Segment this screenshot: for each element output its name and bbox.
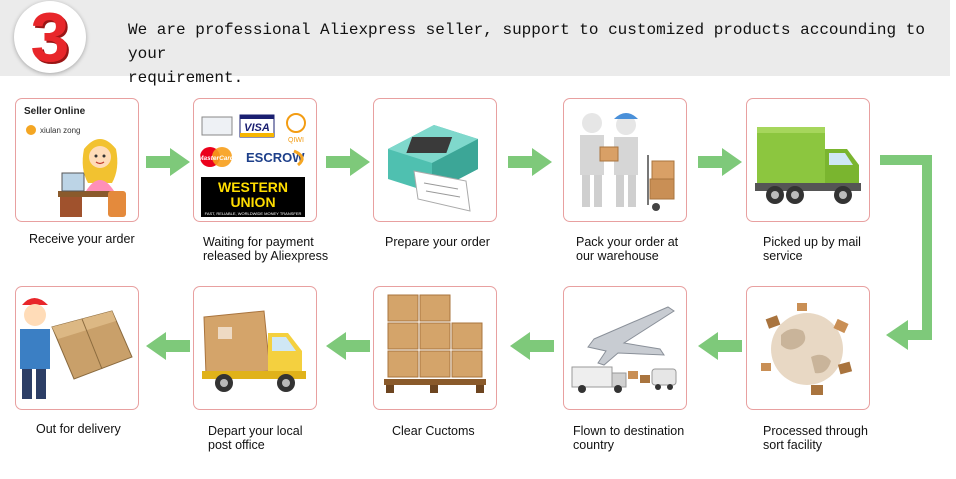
western-union-logo (201, 177, 305, 217)
visa-logo-text: VISA (244, 122, 270, 134)
caption-line: sort facility (763, 438, 823, 452)
courier-cap-icon (22, 298, 48, 305)
step-sort-facility-caption: Processed through sort facility (763, 424, 868, 452)
step-pack-order-caption: Pack your order at our warehouse (576, 235, 678, 263)
qiwi-logo-text: QIWI (288, 137, 304, 144)
caption-line: Picked up by mail (763, 235, 861, 249)
yellow-truck-icon (202, 310, 306, 392)
caption-line: Pack your order at (576, 235, 679, 249)
arrow-right-icon (146, 148, 190, 176)
step-flown (563, 286, 687, 410)
seller-status-icon (26, 125, 36, 135)
worker-head-icon (582, 113, 602, 133)
header-banner: 3 We are professional Aliexpress seller,… (0, 0, 950, 87)
step-flown-caption: Flown to destination country (573, 424, 684, 452)
airplane-icon (587, 306, 675, 366)
qiwi-logo (286, 113, 306, 133)
caption-line: Processed through (763, 424, 868, 438)
step-out-for-delivery-caption: Out for delivery (36, 422, 121, 436)
arrow-left-icon (326, 332, 370, 360)
step-prepare-order-caption: Prepare your order (385, 235, 490, 249)
seller-online-title: Seller Online (24, 106, 86, 117)
worker-cap-icon (614, 113, 638, 119)
caption-line: service (763, 249, 803, 263)
stacked-boxes-icon (384, 294, 486, 393)
caption-line: Out for delivery (36, 422, 121, 436)
arrow-down-connector-icon (880, 155, 932, 350)
step-waiting-payment: VISA QIWI MasterCard ESCROW WESTERN UNIO… (193, 98, 317, 222)
caption-line: our warehouse (576, 249, 659, 263)
arrow-left-icon (698, 332, 742, 360)
parcel-icon (599, 146, 619, 162)
caption-line: Waiting for payment (203, 235, 314, 249)
step-prepare-order (373, 98, 497, 222)
payment-logos-illustration: VISA QIWI MasterCard ESCROW WESTERN UNIO… (198, 113, 306, 217)
step-pack-order (563, 98, 687, 222)
green-truck-icon (755, 127, 861, 204)
chair-icon (108, 191, 126, 217)
step-receive-order-caption: Receive your arder (29, 232, 135, 246)
arrow-right-icon (698, 148, 742, 176)
step-picked-up (746, 98, 870, 222)
header-text-line-1: We are professional Aliexpress seller, s… (128, 21, 925, 63)
label-printer-icon (388, 125, 478, 212)
printed-label-icon (413, 170, 471, 212)
step-receive-order: Seller Online xiulan zong (15, 98, 139, 222)
seller-name: xiulan zong (40, 126, 80, 135)
laptop-icon (61, 172, 85, 192)
step-number: 3 (30, 0, 70, 76)
mastercard-logo-text: MasterCard (198, 155, 235, 162)
airplane-truck-icon (571, 306, 677, 393)
caption-line: post office (208, 438, 265, 452)
pallet-icon (384, 379, 486, 385)
arrow-right-icon (326, 148, 370, 176)
card-icon (201, 116, 233, 136)
seller-online-illustration: Seller Online xiulan zong (24, 106, 126, 217)
caption-line: released by Aliexpress (203, 249, 329, 263)
step-waiting-payment-caption: Waiting for payment released by Aliexpre… (203, 235, 328, 263)
step-number-badge: 3 (14, 0, 86, 76)
caption-line: Prepare your order (385, 235, 490, 249)
courier-with-box-icon (20, 298, 133, 399)
header-text: We are professional Aliexpress seller, s… (128, 18, 928, 90)
girl-dress-icon (86, 180, 114, 191)
caption-line: Flown to destination (573, 424, 685, 438)
arrow-left-icon (510, 332, 554, 360)
step-sort-facility (746, 286, 870, 410)
step-out-for-delivery (15, 286, 139, 410)
girl-face-icon (89, 146, 111, 168)
header-text-line-2: requirement. (128, 69, 244, 87)
globe-parcels-icon (761, 303, 853, 395)
caption-line: Receive your arder (29, 232, 135, 246)
courier-face-icon (24, 304, 46, 326)
caption-line: Depart your local (208, 424, 303, 438)
escrow-logo: ESCROW (246, 150, 305, 165)
step-picked-up-caption: Picked up by mail service (763, 235, 861, 263)
arrow-left-icon (146, 332, 190, 360)
step-depart-post-office-caption: Depart your local post office (208, 424, 303, 452)
arrow-right-icon (508, 148, 552, 176)
caption-line: country (573, 438, 614, 452)
desk-icon (58, 191, 113, 197)
step-clear-customs-caption: Clear Cuctoms (392, 424, 475, 438)
western-union-tagline: FAST, RELIABLE, WORLDWIDE MONEY TRANSFER (205, 211, 302, 216)
western-text: WESTERN (218, 179, 288, 195)
union-text: UNION (230, 194, 275, 210)
step-depart-post-office (193, 286, 317, 410)
step-clear-customs (373, 286, 497, 410)
caption-line: Clear Cuctoms (392, 424, 475, 438)
warehouse-packing-illustration (580, 113, 675, 211)
